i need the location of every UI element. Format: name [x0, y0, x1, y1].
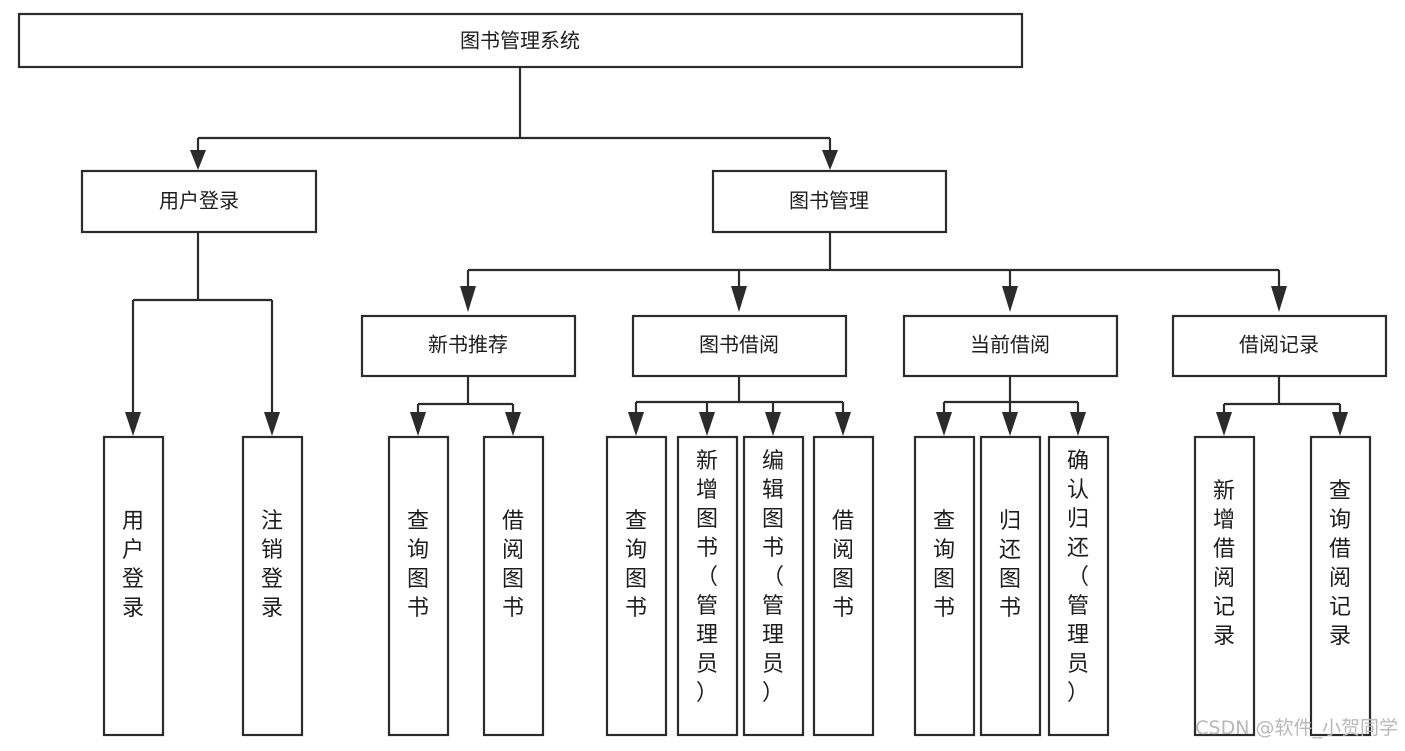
node-leaf-confirm-return-label: 确认归还（管理员） [1067, 449, 1089, 706]
node-current-borrow[interactable]: 当前借阅 [902, 314, 1119, 378]
node-leaf-query-book-2[interactable]: 查询图书 [605, 435, 668, 737]
arrowhead-leaf-add-record [1216, 412, 1232, 436]
arrowhead-leaf-confirm-return [1070, 412, 1086, 436]
node-leaf-add-book[interactable]: 新增图书（管理员） [676, 435, 739, 737]
node-user-login-box[interactable] [80, 169, 318, 234]
arrowhead-leaf-query-book-1 [410, 412, 426, 436]
node-leaf-query-record[interactable]: 查询借阅记录 [1309, 435, 1372, 737]
arrowhead-leaf-query-record [1332, 412, 1348, 436]
csdn-watermark: CSDN @软件_小贺同学 [1195, 717, 1398, 739]
node-leaf-return-book-label: 归还图书 [999, 509, 1021, 621]
connector-layer [125, 67, 1348, 436]
arrowhead-leaf-borrow-book-2 [835, 412, 851, 436]
node-leaf-return-book-box[interactable] [979, 435, 1042, 737]
node-leaf-user-login-label: 用户登录 [122, 509, 144, 621]
node-book-borrow[interactable]: 图书借阅 [631, 314, 848, 378]
arrowhead-leaf-edit-book [765, 412, 781, 436]
node-new-book-recommend[interactable]: 新书推荐 [360, 314, 577, 378]
arrowhead-book-manage [822, 150, 838, 170]
arrowhead-new-book-recommend [460, 286, 476, 312]
node-leaf-edit-book-label: 编辑图书（管理员） [762, 449, 784, 706]
node-leaf-query-book-3[interactable]: 查询图书 [913, 435, 976, 737]
node-leaf-add-record[interactable]: 新增借阅记录 [1193, 435, 1256, 737]
arrowhead-current-borrow [1002, 286, 1018, 312]
node-leaf-borrow-book-2[interactable]: 借阅图书 [812, 435, 875, 737]
arrowhead-borrow-record [1271, 286, 1287, 312]
node-leaf-edit-book[interactable]: 编辑图书（管理员） [742, 435, 805, 737]
node-leaf-logout-login-box[interactable] [241, 435, 304, 737]
node-leaf-query-book-1-box[interactable] [387, 435, 450, 737]
node-leaf-confirm-return-box[interactable] [1047, 435, 1110, 737]
node-leaf-borrow-book-2-label: 借阅图书 [832, 509, 854, 621]
arrowhead-leaf-borrow-book-1 [505, 412, 521, 436]
node-new-book-recommend-label: 新书推荐 [428, 333, 508, 357]
node-leaf-add-book-label: 新增图书（管理员） [696, 449, 718, 706]
node-leaf-add-record-label: 新增借阅记录 [1213, 479, 1235, 649]
node-borrow-record[interactable]: 借阅记录 [1171, 314, 1388, 378]
node-leaf-borrow-book-1[interactable]: 借阅图书 [482, 435, 545, 737]
node-book-manage-box[interactable] [711, 169, 948, 234]
node-leaf-edit-book-box[interactable] [742, 435, 805, 737]
node-leaf-query-book-3-label: 查询图书 [933, 509, 955, 621]
node-leaf-add-book-box[interactable] [676, 435, 739, 737]
node-leaf-query-book-1-label: 查询图书 [407, 509, 429, 621]
arrowhead-leaf-user-login [125, 412, 141, 436]
node-book-borrow-box[interactable] [631, 314, 848, 378]
arrowhead-leaf-query-book-2 [628, 412, 644, 436]
node-root-box[interactable] [17, 12, 1024, 69]
node-leaf-logout-login[interactable]: 注销登录 [241, 435, 304, 737]
node-leaf-user-login-box[interactable] [102, 435, 165, 737]
node-book-manage[interactable]: 图书管理 [711, 169, 948, 234]
arrowhead-leaf-return-book [1002, 412, 1018, 436]
node-new-book-recommend-box[interactable] [360, 314, 577, 378]
node-book-manage-label: 图书管理 [789, 189, 869, 213]
arrowhead-leaf-query-book-3 [936, 412, 952, 436]
node-borrow-record-box[interactable] [1171, 314, 1388, 378]
node-leaf-borrow-book-1-label: 借阅图书 [502, 509, 524, 621]
node-borrow-record-label: 借阅记录 [1239, 333, 1319, 357]
node-leaf-return-book[interactable]: 归还图书 [979, 435, 1042, 737]
node-current-borrow-box[interactable] [902, 314, 1119, 378]
arrowhead-leaf-add-book [699, 412, 715, 436]
node-leaf-query-book-2-label: 查询图书 [625, 509, 647, 621]
arrowhead-leaf-logout-login [264, 412, 280, 436]
node-leaf-query-record-box[interactable] [1309, 435, 1372, 737]
node-user-login[interactable]: 用户登录 [80, 169, 318, 234]
arrowhead-user-login [190, 150, 206, 170]
node-book-borrow-label: 图书借阅 [699, 333, 779, 357]
node-root-label: 图书管理系统 [460, 29, 580, 53]
node-leaf-add-record-box[interactable] [1193, 435, 1256, 737]
node-leaf-confirm-return[interactable]: 确认归还（管理员） [1047, 435, 1110, 737]
node-leaf-logout-login-label: 注销登录 [261, 509, 283, 621]
node-current-borrow-label: 当前借阅 [970, 333, 1050, 357]
arrowhead-book-borrow [731, 286, 747, 312]
node-leaf-query-book-3-box[interactable] [913, 435, 976, 737]
node-user-login-label: 用户登录 [159, 189, 239, 213]
node-leaf-query-record-label: 查询借阅记录 [1329, 479, 1351, 649]
node-leaf-borrow-book-2-box[interactable] [812, 435, 875, 737]
node-root[interactable]: 图书管理系统 [17, 12, 1024, 69]
node-leaf-borrow-book-1-box[interactable] [482, 435, 545, 737]
node-leaf-query-book-1[interactable]: 查询图书 [387, 435, 450, 737]
node-leaf-user-login[interactable]: 用户登录 [102, 435, 165, 737]
node-leaf-query-book-2-box[interactable] [605, 435, 668, 737]
